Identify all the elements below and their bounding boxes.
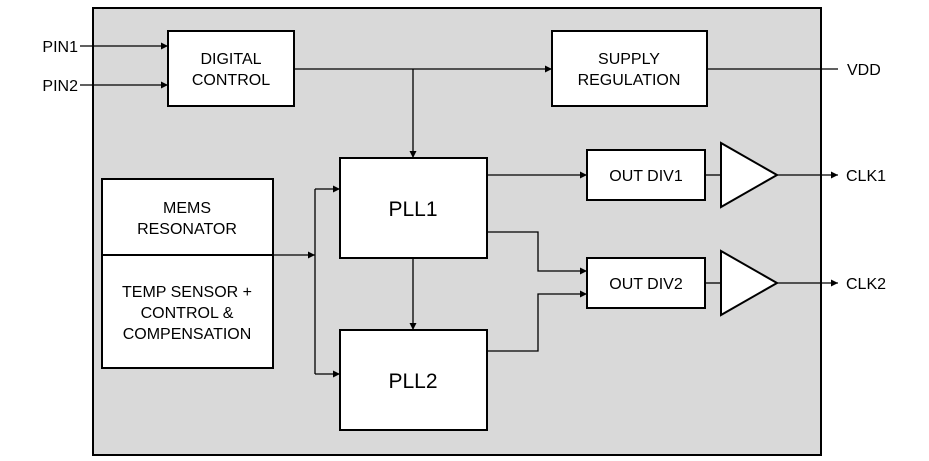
- supply-regulation-block: SUPPLY REGULATION: [551, 30, 708, 107]
- pll1-label: PLL1: [388, 198, 437, 221]
- digital-control-block: DIGITAL CONTROL: [167, 30, 295, 107]
- temp-sensor-label-3: COMPENSATION: [123, 326, 252, 343]
- temp-sensor-block: TEMP SENSOR + CONTROL & COMPENSATION: [101, 254, 274, 369]
- wire-pll2-div2: [487, 290, 587, 352]
- supply-regulation-label-2: REGULATION: [578, 72, 681, 89]
- digital-control-label-2: CONTROL: [192, 72, 270, 89]
- pll2-block: PLL2: [339, 329, 488, 431]
- vdd-label: VDD: [847, 62, 881, 79]
- wire-pll1-div2: [487, 231, 587, 275]
- clk1-label: CLK1: [846, 168, 886, 185]
- temp-sensor-label-1: TEMP SENSOR +: [122, 284, 252, 301]
- pll2-label: PLL2: [388, 370, 437, 393]
- out-div2-block: OUT DIV2: [586, 257, 706, 309]
- buffer-triangle-icon: [720, 141, 780, 209]
- mems-label-1: MEMS: [163, 200, 211, 217]
- pin1-label: PIN1: [42, 39, 78, 56]
- signal-wires: [80, 42, 838, 378]
- clk2-label: CLK2: [846, 276, 886, 293]
- out-div1-label: OUT DIV1: [609, 168, 683, 185]
- pll1-block: PLL1: [339, 157, 488, 259]
- pin2-label: PIN2: [42, 78, 78, 95]
- mems-resonator-block: MEMS RESONATOR: [101, 178, 274, 256]
- supply-regulation-label-1: SUPPLY: [598, 51, 660, 68]
- buffer-triangle-icon: [720, 249, 780, 317]
- out-div2-label: OUT DIV2: [609, 276, 683, 293]
- mems-label-2: RESONATOR: [137, 221, 237, 238]
- temp-sensor-label-2: CONTROL &: [141, 305, 234, 322]
- out-div1-block: OUT DIV1: [586, 149, 706, 201]
- digital-control-label-1: DIGITAL: [200, 51, 261, 68]
